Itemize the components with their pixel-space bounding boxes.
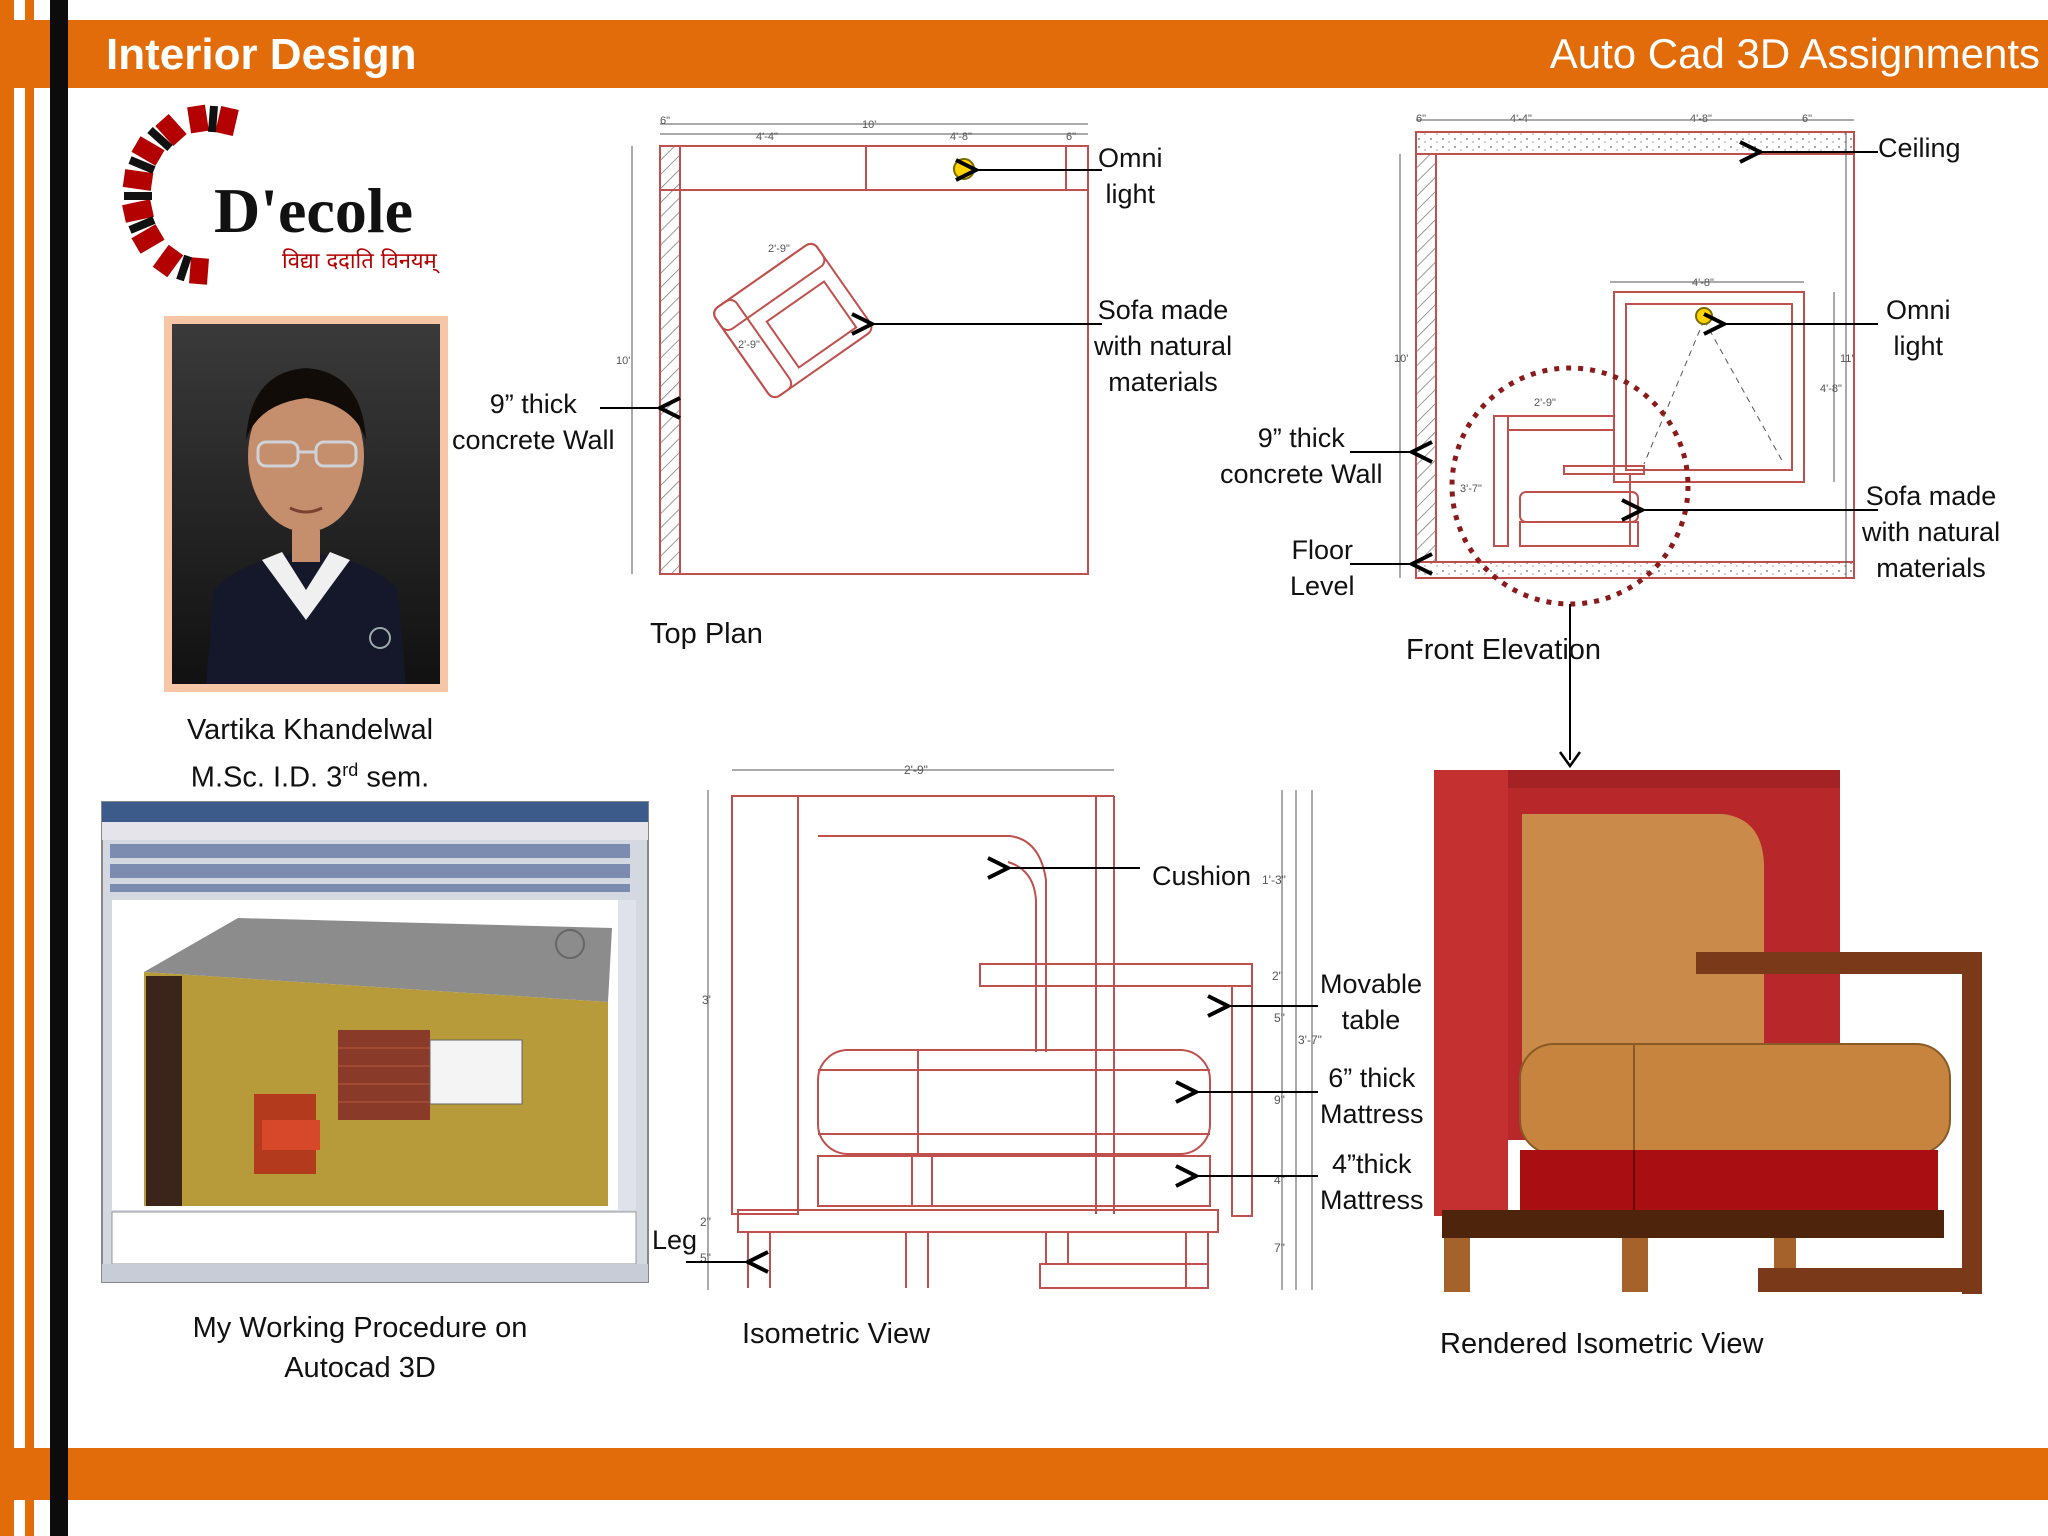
left-orange-stripe: [0, 0, 14, 1536]
front-elevation-caption: Front Elevation: [1406, 634, 1602, 666]
ceiling-label: Ceiling: [1878, 133, 1961, 163]
cushion-label: Cushion: [1152, 861, 1252, 891]
iso-dim-r7: 7": [1274, 1241, 1285, 1255]
plan-dim-sofa-b: 2'-9": [738, 339, 760, 351]
top-plan-caption: Top Plan: [650, 618, 763, 650]
isometric-arrows: [686, 868, 1318, 1262]
plan-dim-2: 4'-4": [756, 131, 778, 143]
iso-dim-r2: 2": [1272, 969, 1283, 983]
plan-dim-3: 10': [862, 119, 876, 131]
elev-dim-right-b: 4'-8": [1820, 383, 1842, 395]
top-plan-arrows: [600, 170, 1102, 408]
slide-title: Interior Design: [106, 30, 417, 79]
logo-wordmark: D'ecole: [214, 175, 413, 246]
left-black-stripe: [50, 0, 68, 1536]
elev-dim-2: 4'-4": [1510, 113, 1532, 125]
decole-logo: [122, 104, 239, 285]
elev-dim-4: 6": [1802, 113, 1812, 125]
leg-label: Leg: [652, 1225, 698, 1255]
left-orange-stripe-thin: [25, 0, 34, 1536]
student-photo: [164, 316, 448, 692]
iso-dim-r3: 5": [1274, 1011, 1285, 1025]
elev-dim-sofa-h: 3'-7": [1460, 483, 1482, 495]
plan-dim-1: 6": [660, 115, 670, 127]
student-name: Vartika Khandelwal: [186, 714, 434, 746]
iso-dim-r6: 4": [1274, 1173, 1285, 1187]
elev-dim-frame: 4'-8": [1692, 277, 1714, 289]
plan-dim-side: 10': [616, 355, 630, 367]
plan-dim-5: 6": [1066, 131, 1076, 143]
iso-dim-r5: 9": [1274, 1093, 1285, 1107]
elev-dim-1: 6": [1416, 113, 1426, 125]
footer-band: [0, 1448, 2048, 1500]
plan-dim-sofa-a: 2'-9": [768, 243, 790, 255]
elev-dim-right-a: 11': [1840, 353, 1854, 365]
iso-dim-l1: 2": [700, 1215, 711, 1229]
plan-dim-4: 4'-8": [950, 131, 972, 143]
logo-tagline: विद्या ददाति विनयम्: [282, 248, 440, 274]
rendered-sofa: [1434, 770, 1982, 1294]
slide-subtitle: Auto Cad 3D Assignments: [1549, 30, 2040, 77]
top-plan-drawing: [631, 123, 1089, 575]
header-band: [0, 20, 2048, 88]
student-info: Vartika Khandelwal M.Sc. I.D. 3rd sem.: [100, 710, 520, 798]
elev-dim-side: 10': [1394, 353, 1408, 365]
student-course: M.Sc. I.D. 3rd sem.: [190, 760, 430, 794]
isometric-line-drawing: [707, 769, 1313, 1290]
iso-dim-r1: 1'-3": [1262, 873, 1286, 887]
rendered-caption: Rendered Isometric View: [1440, 1328, 1764, 1360]
iso-dim-l2: 5": [700, 1251, 711, 1265]
autocad-screenshot: [101, 801, 649, 1283]
iso-dim-height: 3': [702, 993, 711, 1007]
omni-light-icon: [953, 158, 975, 180]
iso-dim-r4: 3'-7": [1298, 1033, 1322, 1047]
elev-dim-3: 4'-8": [1690, 113, 1712, 125]
isometric-caption: Isometric View: [742, 1318, 931, 1350]
detail-circle: [1449, 365, 1691, 607]
omni-light-elevation-icon: [1695, 307, 1713, 325]
iso-dim-width: 2'-9": [904, 763, 928, 777]
elev-dim-sofa-w: 2'-9": [1534, 397, 1556, 409]
front-elevation-arrows: [1350, 152, 1878, 769]
